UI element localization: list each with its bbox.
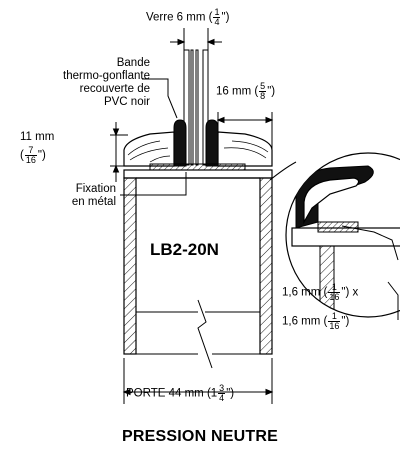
glass-label-close: ") — [221, 11, 230, 24]
fixing-label: Fixation en métal — [24, 183, 116, 209]
glass-frac-num: 1 — [213, 7, 221, 18]
seal-label-line: recouverte de — [79, 83, 150, 95]
height-frac-num: 7 — [24, 146, 37, 156]
dimension-b-frac-den: 16 — [329, 321, 340, 331]
bead-width-frac-den: 8 — [260, 91, 266, 101]
height-frac-den: 16 — [25, 155, 36, 165]
door-label-close: ") — [226, 387, 235, 400]
door-frac-den: 4 — [219, 393, 225, 403]
glazing-bead — [123, 131, 273, 167]
door-frac-num: 3 — [218, 383, 226, 394]
height-label-close: ") — [37, 149, 46, 162]
fixing-label-line: en métal — [71, 196, 116, 208]
diagram-title: PRESSION NEUTRE — [122, 428, 278, 445]
glass-label-text: Verre 6 mm ( — [146, 11, 213, 24]
door-frame — [123, 169, 273, 369]
leader-lines — [120, 78, 187, 196]
height-label-open: ( — [20, 149, 24, 162]
door-width-dimension — [122, 358, 274, 404]
glass-dimension — [170, 28, 222, 50]
glass-panes — [183, 49, 209, 166]
detail-leader — [269, 161, 297, 181]
seal-label-line: thermo-gonflante — [63, 70, 150, 82]
glass-frac-den: 4 — [214, 17, 220, 27]
bead-width-frac-num: 5 — [259, 81, 267, 92]
bead-width-dimension — [216, 112, 274, 150]
fixing-label-line: Fixation — [75, 183, 116, 195]
bead-width-close: ") — [267, 85, 276, 98]
dimension-a-close: ") x — [341, 286, 359, 299]
dimension-a-frac-den: 16 — [329, 292, 340, 302]
seal-label-line: Bande — [116, 57, 150, 69]
bead-width-text: 16 mm ( — [216, 85, 259, 98]
dimension-a-frac-num: 1 — [328, 283, 341, 293]
model-label: LB2-20N — [150, 240, 219, 259]
height-label-line1: 11 mm — [20, 131, 55, 143]
dimension-a-text: 1,6 mm ( — [282, 286, 328, 299]
dimension-b-text: 1,6 mm ( — [282, 315, 328, 328]
detail-circle — [285, 152, 400, 320]
seal-label: Bande thermo-gonflante recouverte de PVC… — [8, 57, 150, 109]
seal-label-line: PVC noir — [103, 96, 150, 108]
dimension-b-frac-num: 1 — [328, 312, 341, 322]
height-dimension — [110, 122, 128, 182]
dimension-b-close: ") — [341, 315, 350, 328]
metal-fixing-plate — [149, 163, 246, 171]
door-label-text: PORTE 44 mm (1 — [126, 387, 218, 400]
